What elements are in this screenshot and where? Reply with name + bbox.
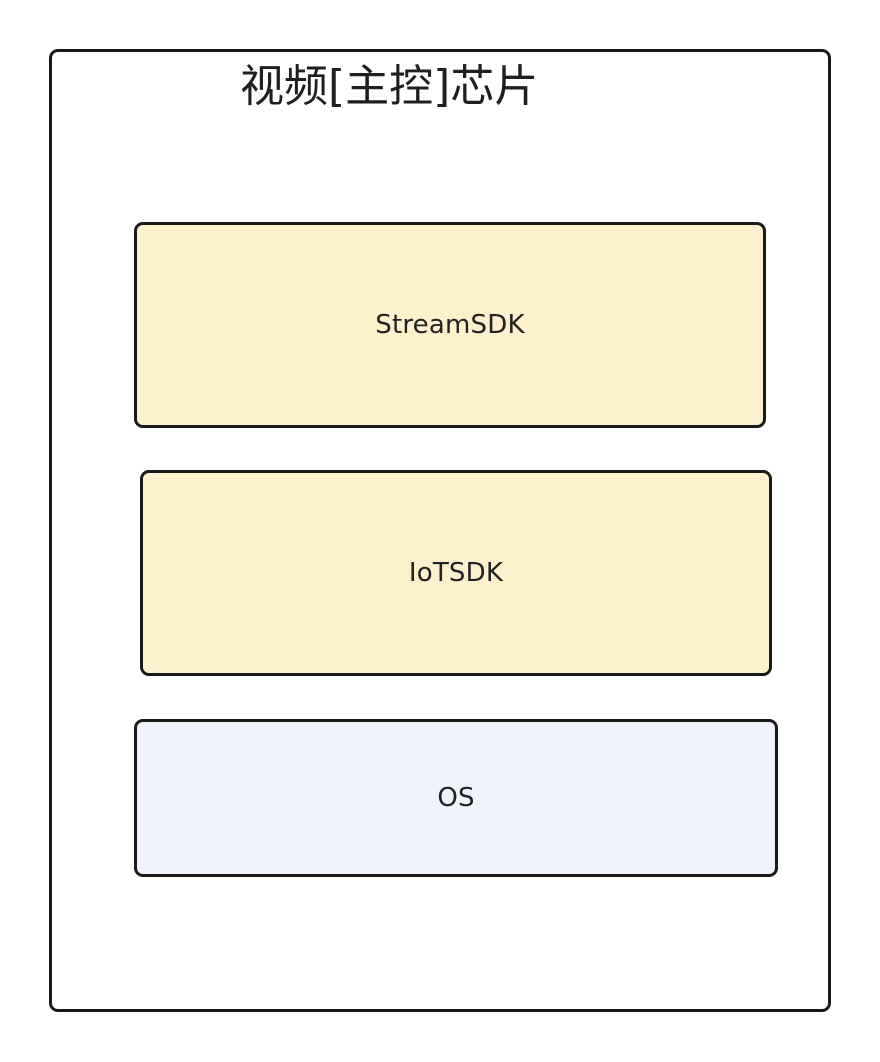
layer-os-label: OS	[437, 783, 475, 813]
layer-iotsdk: IoTSDK	[140, 470, 772, 676]
layer-os: OS	[134, 719, 778, 877]
chip-title: 视频[主控]芯片	[240, 61, 539, 112]
layer-streamsdk: StreamSDK	[134, 222, 766, 428]
layer-iotsdk-label: IoTSDK	[408, 558, 504, 588]
layer-streamsdk-label: StreamSDK	[375, 310, 525, 340]
